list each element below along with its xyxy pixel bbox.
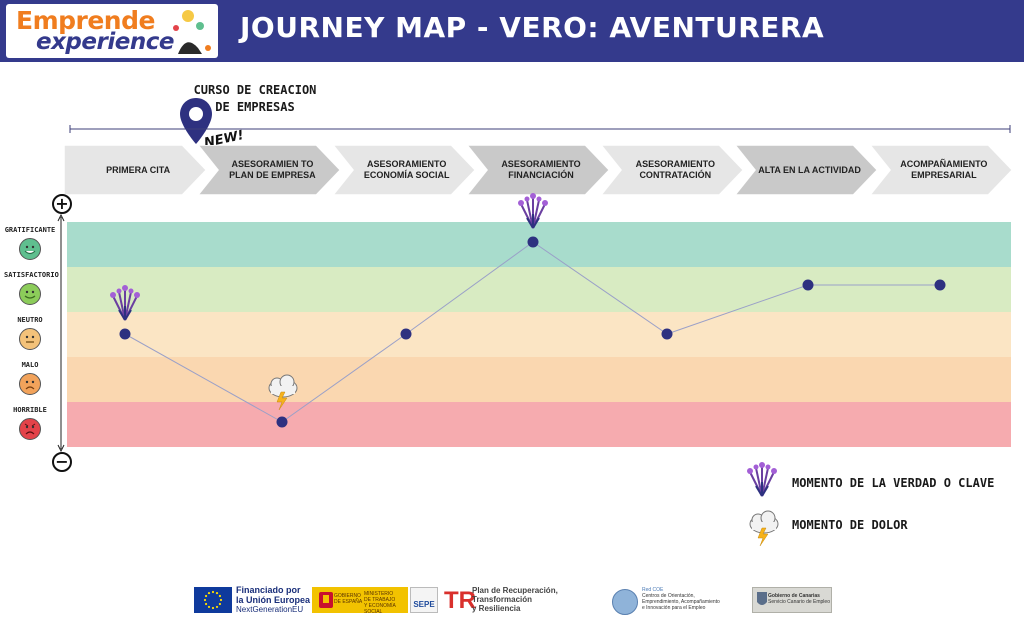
prtr-text: Plan de Recuperación, Transformación y R… [472, 586, 558, 613]
prtr-line-1: Plan de Recuperación, [472, 586, 558, 595]
journey-step-label: ASESORAMIENTO CONTRATACIÓN [635, 159, 715, 180]
journey-step-4: ASESORAMIENTO FINANCIACIÓN [466, 145, 610, 195]
emotion-level-horrible: HORRIBLE [4, 406, 56, 440]
eu-star [207, 591, 211, 595]
eu-flag-logo [194, 587, 232, 613]
emotion-level-neutro: NEUTRO [4, 316, 56, 350]
emotion-level-malo: MALO [4, 361, 56, 395]
prtr-logo-mark: TR [444, 587, 476, 614]
emotion-label: SATISFACTORIO [4, 271, 59, 279]
emotion-label: GRATIFICANTE [4, 226, 56, 234]
legend-pain-moment: MOMENTO DE DOLOR [792, 518, 908, 532]
legend-fireworks-icon [747, 462, 777, 497]
step-chevron-shape [466, 145, 610, 195]
brand-logo: Emprende experience [6, 4, 218, 58]
emotion-band-malo [67, 357, 1011, 402]
emotion-band-gratificante [67, 222, 1011, 267]
legend-storm-cloud-icon [749, 510, 779, 547]
emotion-face-icon [19, 283, 41, 305]
location-pin-icon [180, 98, 212, 144]
journey-step-3: ASESORAMIENTO ECONOMÍA SOCIAL [332, 145, 475, 195]
emotion-label: HORRIBLE [13, 406, 47, 414]
eu-star [218, 602, 222, 606]
red-coe-globe-icon [612, 589, 638, 615]
gov-line-2: DE ESPAÑA [334, 599, 363, 605]
step-chevron-shape [869, 145, 1012, 195]
eu-star [215, 591, 219, 595]
canarias-line-1: Gobierno de Canarias [768, 593, 820, 599]
emotion-face-icon [19, 238, 41, 260]
page-title: JOURNEY MAP - VERO: AVENTURERA [240, 11, 825, 44]
emotion-face-icon [19, 328, 41, 350]
legend-key-moment: MOMENTO DE LA VERDAD O CLAVE [792, 476, 995, 490]
eu-line-3: NextGenerationEU [236, 605, 304, 614]
redcoe-line-1: Red COE [642, 587, 664, 593]
journey-step-label: ACOMPAÑAMIENTO EMPRESARIAL [900, 159, 988, 180]
eu-line-1: Financiado por [236, 585, 301, 595]
eu-star [204, 602, 208, 606]
journey-step-1: PRIMERA CITA [64, 145, 207, 195]
ministry-line-3: Y ECONOMÍA SOCIAL [364, 603, 396, 615]
timeline-line [69, 125, 1011, 133]
emotion-label: NEUTRO [17, 316, 43, 324]
journey-step-7: ACOMPAÑAMIENTO EMPRESARIAL [869, 145, 1012, 195]
emotion-label: MALO [21, 361, 39, 369]
logo-line-1: Emprende [16, 6, 155, 35]
step-chevron-shape [735, 145, 878, 195]
eu-star [204, 594, 208, 598]
sepe-logo: SEPE [410, 587, 438, 613]
emotion-band-satisfactorio [67, 267, 1011, 312]
canarias-text: Gobierno de Canarias Servicio Canario de… [768, 593, 830, 605]
journey-step-6: ALTA EN LA ACTIVIDAD [735, 145, 878, 195]
redcoe-line-2: Centros de Orientación, [642, 593, 695, 599]
logo-line-2: experience [36, 29, 174, 55]
journey-step-2: ASESORAMIEN TO PLAN DE EMPRESA [198, 145, 341, 195]
eu-funding-text: Financiado por la Unión Europea NextGene… [236, 585, 310, 615]
step-chevron-shape [332, 145, 475, 195]
ministry-line-1: MINISTERIO [364, 591, 394, 597]
emotion-level-gratificante: GRATIFICANTE [4, 226, 56, 260]
eu-line-2: la Unión Europea [236, 595, 311, 605]
plus-icon: + [52, 194, 72, 214]
emotion-face-icon [19, 373, 41, 395]
emotion-face-icon [19, 418, 41, 440]
logo-emoji-icons [173, 10, 211, 54]
journey-step-label: ALTA EN LA ACTIVIDAD [758, 164, 861, 175]
journey-step-label: PRIMERA CITA [106, 164, 171, 175]
red-coe-text: Red COE Centros de Orientación, Emprendi… [642, 587, 742, 611]
eu-star [207, 605, 211, 609]
ministry-line-2: DE TRABAJO [364, 597, 396, 603]
journey-step-label: ASESORAMIENTO FINANCIACIÓN [501, 159, 581, 180]
gobierno-espana-logo: GOBIERNO DE ESPAÑA MINISTERIO DE TRABAJO… [312, 587, 408, 615]
eu-star [203, 598, 207, 602]
redcoe-line-4: e Innovación para el Empleo [642, 605, 706, 611]
step-chevron-shape [64, 145, 207, 195]
spain-coat-of-arms-icon [319, 592, 333, 608]
redcoe-line-3: Emprendimiento, Acompañamiento [642, 599, 720, 605]
eu-star [211, 590, 215, 594]
canarias-line-2: Servicio Canario de Empleo [768, 599, 830, 605]
step-chevron-shape [601, 145, 744, 195]
emotion-level-satisfactorio: SATISFACTORIO [4, 271, 59, 305]
canarias-shield-icon [757, 592, 767, 605]
eu-star [219, 598, 223, 602]
gov-line-1: GOBIERNO [334, 593, 361, 599]
prtr-line-3: y Resiliencia [472, 604, 521, 613]
header-bar: Emprende experience JOURNEY MAP - VERO: … [0, 0, 1024, 62]
stage-label: CURSO DE CREACION DE EMPRESAS [193, 83, 317, 114]
emotion-band-neutro [67, 312, 1011, 357]
gobierno-canarias-logo [752, 587, 832, 613]
eu-star [211, 606, 215, 610]
prtr-line-2: Transformación [472, 595, 533, 604]
vertical-axis [57, 213, 65, 453]
emotion-band-horrible [67, 402, 1011, 447]
journey-step-label: ASESORAMIEN TO PLAN DE EMPRESA [229, 159, 316, 180]
eu-stars-icon [203, 590, 223, 610]
journey-step-label: ASESORAMIENTO ECONOMÍA SOCIAL [363, 159, 450, 180]
eu-star [218, 594, 222, 598]
step-chevron-shape [198, 145, 341, 195]
journey-step-5: ASESORAMIENTO CONTRATACIÓN [601, 145, 744, 195]
eu-star [215, 605, 219, 609]
minus-icon: − [52, 452, 72, 472]
